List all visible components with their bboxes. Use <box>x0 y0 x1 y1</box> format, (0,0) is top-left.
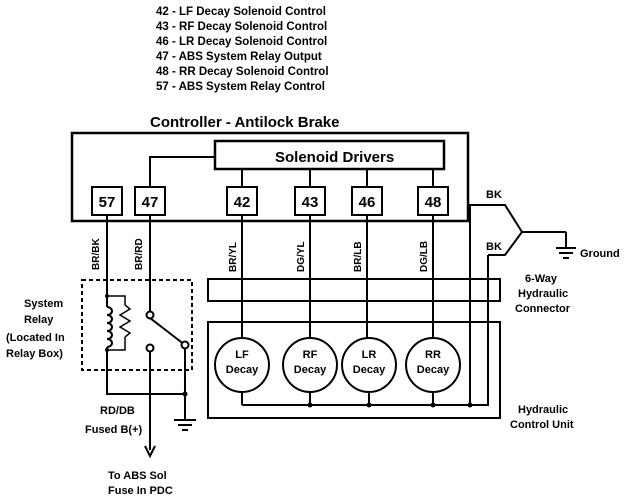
fuse-label-line: Fuse In PDC <box>108 485 173 497</box>
wire-junction <box>182 391 188 397</box>
relay-coil-ground-wire <box>106 366 185 395</box>
hcu-label-line: Hydraulic <box>518 404 568 416</box>
legend-line: 47 - ABS System Relay Output <box>156 51 322 63</box>
controller-pins: 57 47 42 43 46 48 <box>91 186 449 216</box>
hydraulic-connector <box>207 278 501 302</box>
hcu-ground-wire <box>470 255 489 406</box>
controller-ground-wire <box>469 204 488 405</box>
coil-node <box>105 294 109 298</box>
wire-color: BR/RD <box>134 238 145 270</box>
solenoid-label: Decay <box>417 364 450 376</box>
wire-color: DG/LB <box>419 241 430 272</box>
switch-contact <box>145 310 155 320</box>
controller-box <box>70 131 470 223</box>
resistor-lead-bottom <box>107 337 126 351</box>
wire-color-labels: BR/BK BR/RD BR/YL DG/YL BR/LB DG/LB <box>91 238 430 272</box>
wire-color: DG/YL <box>296 241 307 272</box>
pin-label: 48 <box>425 194 442 211</box>
pin-box <box>351 186 383 216</box>
relay-ground-symbol <box>174 419 196 431</box>
pin-legend: 42 - LF Decay Solenoid Control 43 - RF D… <box>156 6 329 93</box>
connector-label-line: Connector <box>515 303 571 315</box>
solenoid-label: LR <box>362 349 377 361</box>
pin-box <box>294 186 326 216</box>
wire-color: BR/BK <box>91 238 102 270</box>
connector-label-line: Hydraulic <box>518 288 568 300</box>
coil-node <box>105 348 109 352</box>
system-relay: System Relay (Located In Relay Box) <box>6 279 193 371</box>
hcu-label-line: Control Unit <box>510 419 574 431</box>
solenoid-drivers-box <box>213 139 446 171</box>
solenoid-label: RR <box>425 349 441 361</box>
relay-resistor <box>118 304 132 338</box>
fuse-label-line: To ABS Sol <box>108 470 167 482</box>
controller-title: Controller - Antilock Brake <box>150 114 339 131</box>
switch-contact <box>180 340 190 350</box>
pin-label: 46 <box>359 194 376 211</box>
relay-box <box>81 279 193 371</box>
relay-label-line: System <box>24 298 63 310</box>
switch-contact <box>145 343 155 353</box>
solenoid-label: LF <box>235 349 249 361</box>
solenoids: LF Decay RF Decay LR Decay RR Decay <box>214 337 461 393</box>
solenoid-label: RF <box>303 349 318 361</box>
solenoid-drivers-label: Solenoid Drivers <box>275 149 394 166</box>
solenoid-label: Decay <box>294 364 327 376</box>
wire-color: BR/YL <box>228 242 239 272</box>
pin-label: 47 <box>142 194 159 211</box>
legend-line: 42 - LF Decay Solenoid Control <box>156 6 326 18</box>
bk-wire-label: BK <box>486 241 502 253</box>
legend-line: 46 - LR Decay Solenoid Control <box>156 36 327 48</box>
legend-line: 48 - RR Decay Solenoid Control <box>156 66 329 78</box>
wire-color: BR/LB <box>353 241 364 272</box>
fused-label-line: RD/DB <box>100 405 135 417</box>
pin47-driver-link <box>149 156 215 188</box>
resistor-lead-top <box>107 295 126 305</box>
solenoid-label: Decay <box>353 364 386 376</box>
connector-label-line: 6-Way <box>525 273 558 285</box>
hydraulic-control-unit <box>207 321 501 419</box>
ground-icon <box>556 247 576 259</box>
fused-label-line: Fused B(+) <box>85 424 142 436</box>
pin-label: 43 <box>302 194 319 211</box>
relay-switch-arm <box>149 317 186 346</box>
arrow-icon <box>144 445 156 459</box>
pin-box <box>417 186 449 216</box>
ground-label: Ground <box>580 248 620 260</box>
relay-label-line: Relay Box) <box>6 348 63 360</box>
relay-label-line: (Located In <box>6 332 65 344</box>
solenoid-label: Decay <box>226 364 259 376</box>
pin-box <box>91 186 123 216</box>
legend-line: 43 - RF Decay Solenoid Control <box>156 21 327 33</box>
solenoid-common-bus <box>241 392 473 408</box>
relay-label-line: Relay <box>24 314 54 326</box>
legend-line: 57 - ABS System Relay Control <box>156 81 325 93</box>
bk-wire-label: BK <box>486 189 502 201</box>
relay-coil <box>106 306 113 348</box>
pin-label: 42 <box>234 194 251 211</box>
pin-label: 57 <box>99 194 116 211</box>
